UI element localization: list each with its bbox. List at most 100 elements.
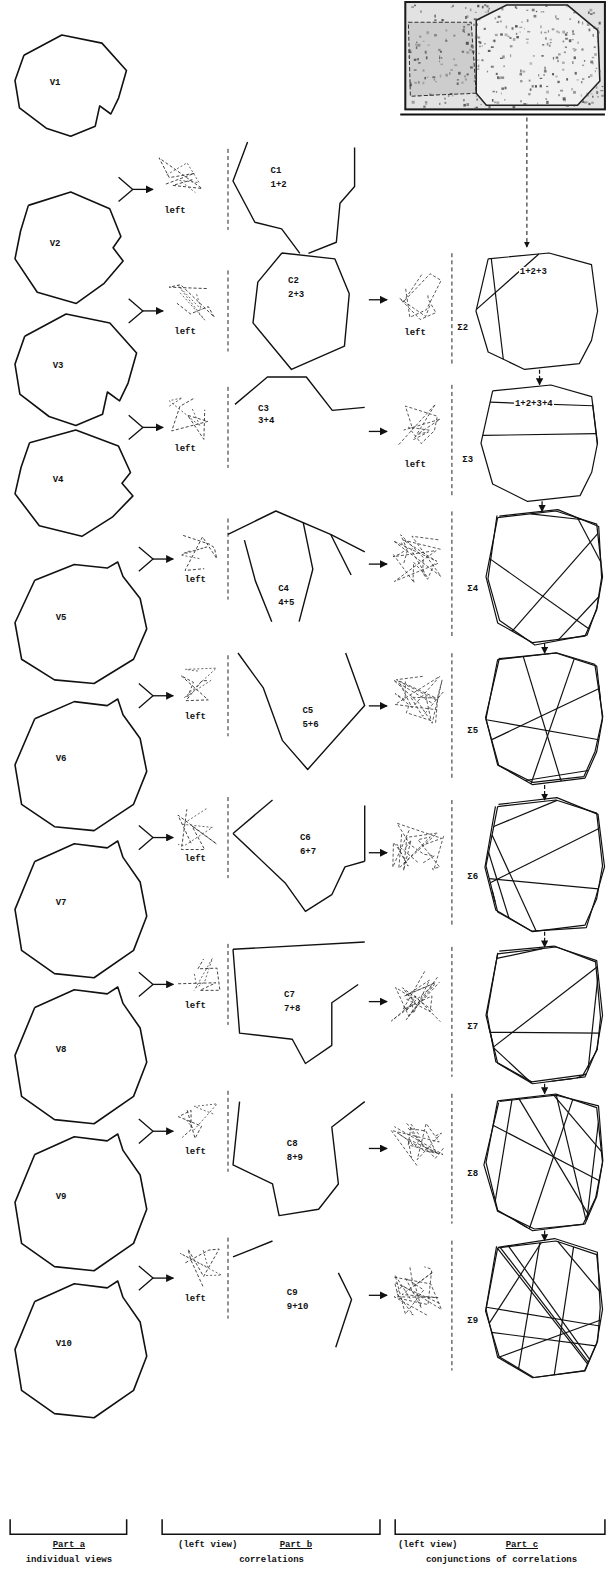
photo-grain xyxy=(573,12,576,14)
view-pair: 4+5 xyxy=(277,598,295,609)
photo-grain xyxy=(501,76,504,78)
left-view-sketch xyxy=(178,809,217,849)
conjunction-outline: Σ4 xyxy=(486,511,603,643)
outline-stroke xyxy=(496,1099,513,1200)
outline-stroke xyxy=(493,890,496,902)
outline-stroke xyxy=(485,798,605,932)
photo-grain xyxy=(536,11,537,12)
photo-grain xyxy=(537,102,538,105)
correlation-name: C9 xyxy=(286,1288,299,1299)
photo-grain xyxy=(410,83,412,86)
photo-grain xyxy=(591,93,593,94)
merge-arrow xyxy=(153,695,173,696)
conjunction-arrow xyxy=(369,1295,387,1296)
photo-grain xyxy=(475,12,477,13)
photo-grain xyxy=(540,78,543,79)
photo-grain xyxy=(505,87,507,90)
photo-grain xyxy=(429,94,431,96)
conjunction-outline: Σ9 xyxy=(486,1241,603,1378)
outline-stroke xyxy=(484,1095,603,1229)
photo-grain xyxy=(549,45,551,47)
photo-grain xyxy=(480,104,481,105)
photo-grain xyxy=(500,20,502,22)
view-separator xyxy=(227,270,228,351)
outline-stroke xyxy=(233,942,365,949)
outline-stroke xyxy=(498,1248,588,1364)
part-caption: Part c xyxy=(505,1540,539,1551)
photo-grain xyxy=(501,7,502,8)
view-separator xyxy=(227,519,228,600)
photo-grain xyxy=(432,76,435,78)
view-pair: 3+4 xyxy=(257,416,275,427)
merge-arrow xyxy=(153,837,173,838)
photo-grain xyxy=(500,33,503,35)
photo-grain xyxy=(597,36,599,38)
view-outline: V6 xyxy=(15,699,147,831)
outline-stroke xyxy=(233,142,300,253)
photo-grain xyxy=(542,44,544,45)
correlation-name: C3 xyxy=(257,404,270,415)
photo-grain xyxy=(602,86,604,87)
photo-grain xyxy=(595,70,596,72)
photo-grain xyxy=(478,64,479,67)
view-outline: V9 xyxy=(15,1134,147,1271)
view-caption: left xyxy=(183,854,207,865)
photo-grain xyxy=(544,32,547,34)
view-label: V2 xyxy=(49,239,62,250)
conjunction-arrow xyxy=(369,705,387,706)
photo-grain xyxy=(414,69,417,70)
left-view-sketch xyxy=(406,1123,439,1153)
photo-grain xyxy=(476,99,478,101)
photo-grain xyxy=(574,56,576,59)
outline-stroke xyxy=(364,806,365,862)
sum-symbol: Σ9 xyxy=(466,1316,479,1327)
outline-stroke xyxy=(336,1273,352,1347)
view-label: V6 xyxy=(55,754,68,765)
sum-symbol: Σ7 xyxy=(466,1022,479,1033)
photo-grain xyxy=(495,34,498,36)
photo-grain xyxy=(512,27,514,30)
photo-grain xyxy=(572,33,574,35)
photo-grain xyxy=(586,93,588,95)
photo-grain xyxy=(548,30,549,32)
merge-fork xyxy=(129,415,143,439)
outline-stroke xyxy=(577,1074,587,1078)
photo-object xyxy=(408,22,476,96)
photo-grain xyxy=(503,65,505,67)
photo-grain xyxy=(420,10,421,12)
photo-grain xyxy=(417,58,419,60)
photo-grain xyxy=(566,78,568,80)
photo-grain xyxy=(419,36,421,38)
correlation-outline-shape xyxy=(235,377,365,438)
photo-grain xyxy=(553,57,554,60)
photo-grain xyxy=(476,35,478,37)
photo-grain xyxy=(582,100,584,103)
photo-grain xyxy=(439,55,440,58)
correlation-outline: C88+9 xyxy=(233,1089,365,1216)
outline-stroke xyxy=(486,1238,601,1377)
correlation-name: C7 xyxy=(283,990,296,1001)
photo-grain xyxy=(450,69,453,71)
outline-stroke xyxy=(499,1320,602,1357)
photo-grain xyxy=(596,68,597,69)
outline-stroke xyxy=(487,1307,600,1326)
photo-grain xyxy=(592,57,594,58)
photo-grain xyxy=(469,49,471,51)
photo-grain xyxy=(565,33,567,35)
photo-grain xyxy=(530,62,533,65)
photo-grain xyxy=(587,23,590,26)
view-pair: 8+9 xyxy=(286,1153,304,1164)
conjunction-outline: Σ21+2+3 xyxy=(476,253,598,369)
view-label: V8 xyxy=(55,1045,68,1056)
photo-grain xyxy=(574,50,576,51)
sequence-arrow xyxy=(541,501,542,511)
left-view-sketch xyxy=(395,1275,424,1314)
photo-grain xyxy=(573,48,576,50)
photo-grain xyxy=(573,91,576,94)
outline-stroke xyxy=(559,597,599,640)
photo-grain xyxy=(463,29,465,32)
photo-grain xyxy=(541,11,543,12)
photo-grain xyxy=(441,57,442,58)
photo-grain xyxy=(449,72,450,75)
view-sum: 1+2+3 xyxy=(519,267,548,278)
